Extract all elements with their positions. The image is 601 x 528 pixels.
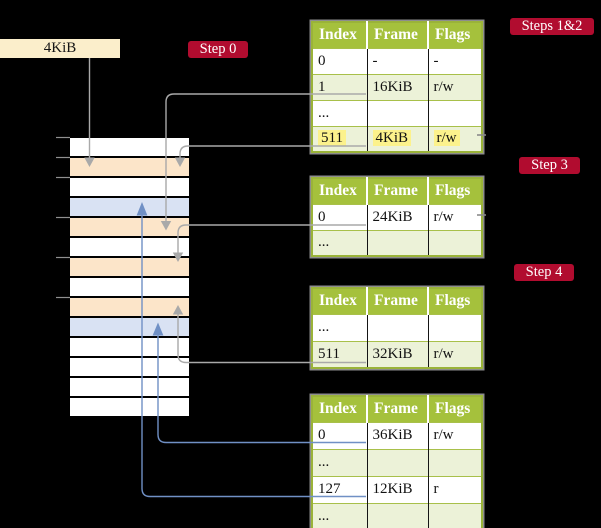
cell-flags: [428, 502, 482, 528]
cell-index: 127: [312, 475, 368, 503]
cell-frame: [367, 502, 429, 528]
header-flags: Flags: [428, 178, 482, 204]
header-index: Index: [312, 288, 368, 314]
highlighted-value: 511: [318, 130, 346, 147]
header-flags: Flags: [428, 396, 482, 422]
table-row: ...: [312, 313, 482, 341]
cell-flags: r/w: [428, 421, 482, 449]
cell-flags: [428, 448, 482, 476]
cell-frame: -: [367, 47, 429, 74]
header-frame: Frame: [367, 396, 429, 422]
memory-row-4: [70, 198, 189, 216]
header-frame: Frame: [367, 178, 429, 204]
cell-frame: 24KiB: [367, 203, 429, 230]
table-row: ...: [312, 99, 482, 126]
highlighted-value: 4KiB: [372, 130, 412, 147]
memory-row-14: [70, 398, 189, 416]
cell-index: ...: [312, 313, 368, 341]
cell-flags: r/w: [428, 125, 482, 152]
cell-frame: 12KiB: [367, 475, 429, 503]
memory-row-5: [70, 218, 189, 236]
memory-row-6: [70, 238, 189, 256]
cell-flags: r: [428, 475, 482, 503]
memory-row-12: [70, 358, 189, 376]
memory-row-2: [70, 158, 189, 176]
highlighted-value: r/w: [433, 130, 460, 147]
frame-size-label: 4KiB: [43, 40, 77, 56]
cell-index: ...: [312, 448, 368, 476]
frame-size-box: 4KiB: [0, 39, 120, 58]
cell-index: 0: [312, 47, 368, 74]
header-index: Index: [312, 178, 368, 204]
cell-frame: 4KiB: [367, 125, 429, 152]
cell-index: 1: [312, 73, 368, 100]
memory-row-9: [70, 298, 189, 316]
cell-index: ...: [312, 99, 368, 126]
header-frame: Frame: [367, 288, 429, 314]
table-row: ...: [312, 502, 482, 528]
memory-row-7: [70, 258, 189, 276]
cell-frame: [367, 99, 429, 126]
cell-frame: 16KiB: [367, 73, 429, 100]
cell-index: 0: [312, 421, 368, 449]
table-row: ...: [312, 229, 482, 256]
memory-row-1: [70, 138, 189, 156]
cell-frame: 32KiB: [367, 340, 429, 368]
memory-row-10: [70, 318, 189, 336]
badge-step-0: Step 0: [188, 41, 248, 58]
cell-index: 511: [312, 125, 368, 152]
cell-flags: r/w: [428, 203, 482, 230]
cell-frame: [367, 448, 429, 476]
memory-row-3: [70, 178, 189, 196]
header-index: Index: [312, 22, 368, 48]
table-row: 0--: [312, 47, 482, 74]
memory-row-8: [70, 278, 189, 296]
badge-step-4: Step 4: [514, 264, 574, 281]
badge-step-3: Step 3: [519, 157, 580, 174]
table-row: ...: [312, 448, 482, 476]
cell-flags: [428, 229, 482, 256]
cell-flags: r/w: [428, 73, 482, 100]
memory-row-11: [70, 338, 189, 356]
cell-frame: [367, 313, 429, 341]
cell-flags: [428, 313, 482, 341]
header-flags: Flags: [428, 22, 482, 48]
header-frame: Frame: [367, 22, 429, 48]
cell-flags: -: [428, 47, 482, 74]
cell-index: ...: [312, 229, 368, 256]
cell-index: 511: [312, 340, 368, 368]
badge-steps-1-2: Steps 1&2: [510, 18, 594, 35]
cell-index: 0: [312, 203, 368, 230]
cell-frame: [367, 229, 429, 256]
header-flags: Flags: [428, 288, 482, 314]
header-index: Index: [312, 396, 368, 422]
cell-frame: 36KiB: [367, 421, 429, 449]
cell-index: ...: [312, 502, 368, 528]
memory-row-13: [70, 378, 189, 396]
cell-flags: [428, 99, 482, 126]
cell-flags: r/w: [428, 340, 482, 368]
table-row: 511 4KiB r/w: [312, 125, 482, 152]
